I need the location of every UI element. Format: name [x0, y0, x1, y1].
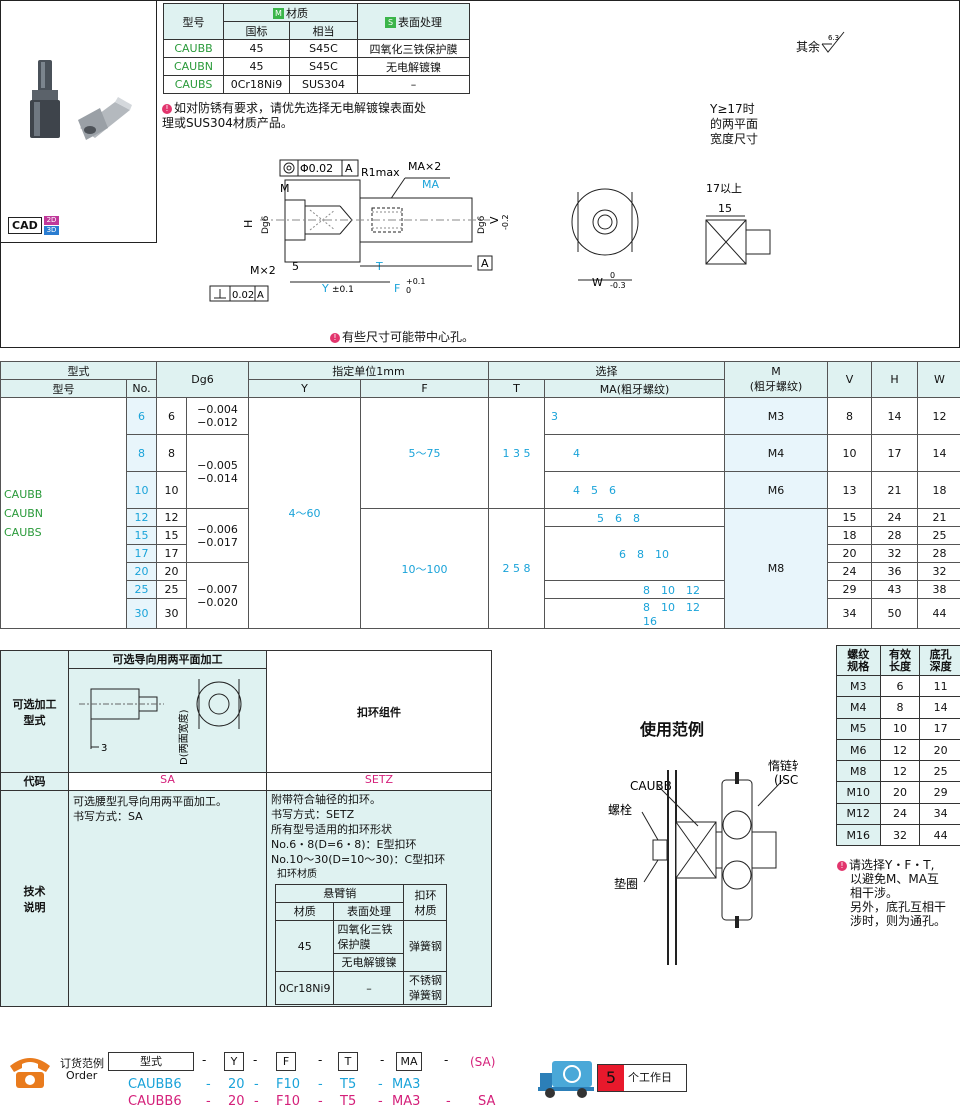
svg-text:Φ0.02: Φ0.02 [300, 162, 333, 175]
cad-3d-badge[interactable]: 3D [44, 226, 59, 235]
svg-text:A: A [481, 257, 489, 270]
usage-title: 使用范例 [640, 720, 705, 739]
table-row: 25 25 8 10 12 29 43 38 [1, 580, 960, 599]
svg-text:MA×2: MA×2 [408, 160, 441, 173]
svg-text:D(两面宽度): D(两面宽度) [177, 709, 190, 765]
svg-text:3: 3 [101, 743, 107, 754]
roughness-note: 其余 [796, 40, 821, 54]
delivery-days: 5 个工作日 [597, 1064, 687, 1092]
table-row: 15 15 6 8 10 18 28 25 [1, 526, 960, 581]
svg-text:17以上: 17以上 [706, 182, 742, 195]
material-note: !如对防锈有要求，请优先选择无电解镀镍表面处 理或SUS304材质产品。 [162, 101, 427, 130]
svg-text:F: F [394, 282, 400, 295]
svg-text:V: V [488, 216, 501, 224]
mat-h-eq: 相当 [289, 21, 358, 40]
thread-note: !请选择Y・F・T, 以避免M、MA互 相干涉。 另外，底孔互相干 涉时，则为通… [837, 858, 960, 928]
mat-h-model: 型号 [163, 3, 224, 40]
svg-text:CAUBB: CAUBB [630, 779, 672, 793]
svg-text:MA: MA [422, 178, 439, 191]
svg-text:-0.3: -0.3 [610, 281, 626, 290]
table-row: 30 30 8 10 12 16 34 50 44 [1, 598, 960, 629]
phone-icon [10, 1058, 50, 1088]
svg-text:R1max: R1max [361, 166, 400, 179]
order-label-en: Order [66, 1069, 98, 1082]
cad-label[interactable]: CAD [8, 217, 42, 234]
spec-table: 型式 Dg6 指定单位1mm 选择 M(粗牙螺纹) V H W 型号 No. Y… [0, 361, 960, 629]
table-row: CAUBS 0Cr18Ni9 SUS304 – [163, 75, 470, 94]
order-example-1: CAUBB6 - 20 - F10 - T5 - MA3 [128, 1077, 421, 1092]
table-row: CAUBB 45 S45C 四氧化三铁保护膜 [163, 39, 470, 58]
table-row: CAUBN 45 S45C 无电解镀镍 [163, 57, 470, 76]
order-sa-opt: (SA) [470, 1055, 496, 1069]
table-row: 20 20 −0.007−0.020 24 36 32 [1, 562, 960, 629]
order-label: 订货范例 [60, 1057, 104, 1070]
surf-tag-icon: S [385, 16, 396, 28]
svg-text:Dg6: Dg6 [477, 215, 487, 234]
svg-text:5: 5 [292, 260, 299, 273]
table-row: 10 10 4 5 6 M6 13 21 18 [1, 471, 960, 509]
roughness-icon: 6.3 [821, 31, 845, 53]
table-row: 8 8 −0.005−0.014 4 M4 10 17 14 [1, 434, 960, 509]
svg-text:6.3: 6.3 [828, 34, 839, 42]
order-f-box: F [276, 1052, 296, 1071]
note-icon: ! [330, 333, 340, 343]
svg-text:-0.2: -0.2 [501, 214, 510, 230]
table-row: 12 12 −0.006−0.017 10～100 2 5 8 5 6 8 M8… [1, 508, 960, 629]
option-table: 可选加工型式 可选导向用两平面加工 扣环组件 3 D(两面宽度) 代码 SA S… [0, 650, 492, 1007]
product-photo [30, 60, 132, 140]
product-photo-box: CAD 2D 3D [0, 0, 157, 243]
svg-text:M×2: M×2 [250, 264, 276, 277]
svg-text:Y: Y [321, 282, 329, 295]
order-type-box: 型式 [108, 1052, 194, 1071]
table-row: 17 17 20 32 28 [1, 544, 960, 563]
note-icon: ! [162, 104, 172, 114]
svg-text:W: W [592, 276, 603, 289]
technical-drawing: Φ0.02 A R1max MA×2 MA M H Dg6 Dg6 V -0.2… [209, 159, 771, 302]
svg-text:+0.1: +0.1 [406, 277, 425, 286]
usage-diagram: CAUBB 螺栓 垫圈 惰链轮 (ISC) [608, 758, 798, 965]
svg-text:A: A [345, 162, 353, 175]
order-example-2: CAUBB6 - 20 - F10 - T5 - MA3 - SA [128, 1094, 496, 1109]
svg-text:±0.1: ±0.1 [332, 285, 354, 295]
delivery-truck-icon [538, 1061, 594, 1098]
svg-text:0: 0 [406, 286, 411, 295]
svg-text:惰链轮: 惰链轮 [768, 758, 798, 773]
order-ma-box: MA [396, 1052, 422, 1071]
svg-text:15: 15 [718, 202, 732, 215]
center-hole-note: !有些尺寸可能带中心孔。 [330, 328, 474, 345]
cad-2d-badge[interactable]: 2D [44, 216, 59, 225]
svg-text:A: A [257, 290, 264, 301]
flat-diagram: 3 D(两面宽度) [68, 668, 267, 773]
order-t-box: T [338, 1052, 358, 1071]
svg-text:0: 0 [610, 271, 615, 280]
order-y-box: Y [224, 1052, 244, 1071]
svg-text:垫圈: 垫圈 [614, 876, 638, 891]
mat-h-gb: 国标 [223, 21, 290, 40]
svg-text:H: H [242, 220, 255, 228]
y-width-note: Y≥17时 的两平面 宽度尺寸 [710, 102, 759, 146]
note-icon: ! [837, 861, 847, 871]
svg-text:0.02: 0.02 [232, 290, 254, 301]
svg-text:螺栓: 螺栓 [608, 802, 632, 817]
mat-tag-icon: M [273, 7, 284, 19]
svg-text:M: M [280, 182, 290, 195]
svg-text:Dg6: Dg6 [261, 215, 271, 234]
